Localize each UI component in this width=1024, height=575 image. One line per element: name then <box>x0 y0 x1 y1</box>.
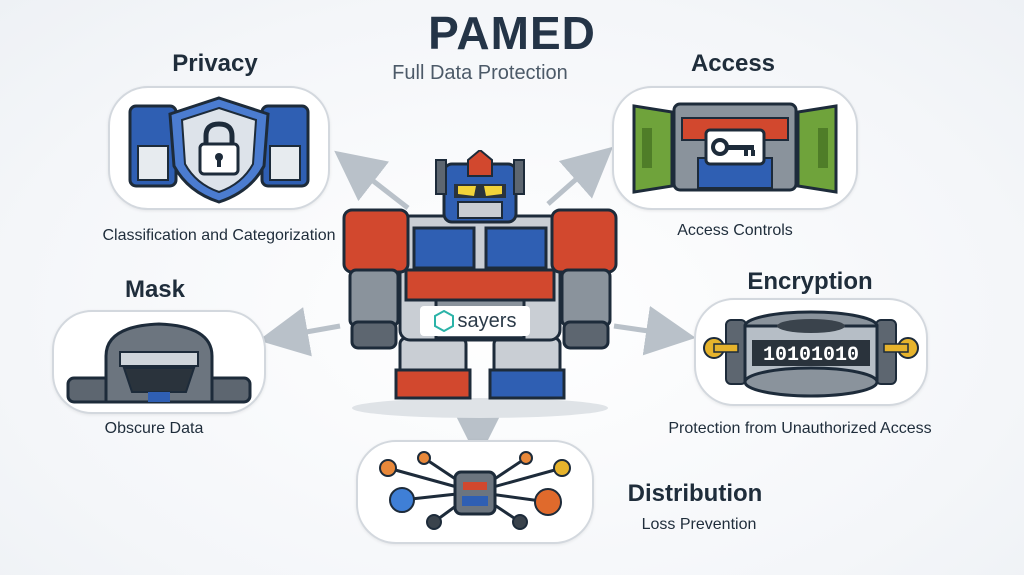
shield-lock-icon <box>128 96 310 204</box>
distribution-card <box>356 440 594 544</box>
access-caption: Access Controls <box>677 222 793 239</box>
mask-caption: Obscure Data <box>104 420 204 437</box>
sayers-logo: sayers <box>420 306 530 336</box>
network-nodes-icon <box>379 451 571 530</box>
access-heading: Access <box>690 50 776 77</box>
mask-heading: Mask <box>124 276 186 303</box>
access-card <box>612 86 858 210</box>
arrow-to-encryption <box>613 305 696 356</box>
page-title: PAMED <box>428 7 596 59</box>
hexagon-logo-icon <box>433 310 454 332</box>
encryption-card: 10101010 <box>694 298 928 406</box>
privacy-caption: Classification and Categorization <box>102 227 336 244</box>
visor-mask-icon <box>66 322 252 404</box>
sayers-logo-text: sayers <box>457 309 517 332</box>
arrow-to-mask <box>258 307 341 357</box>
key-door-icon <box>632 102 838 194</box>
binary-cylinder-icon: 10101010 <box>703 310 919 398</box>
robot-icon <box>342 150 618 418</box>
encryption-heading: Encryption <box>747 268 873 295</box>
arrow-to-privacy <box>334 150 410 210</box>
page-subtitle: Full Data Protection <box>392 62 568 84</box>
distribution-caption: Loss Prevention <box>641 516 757 533</box>
encryption-caption: Protection from Unauthorized Access <box>668 420 932 437</box>
mask-card <box>52 310 266 414</box>
binary-code-text: 10101010 <box>763 344 859 367</box>
privacy-card <box>108 86 330 210</box>
privacy-heading: Privacy <box>172 50 258 77</box>
distribution-heading: Distribution <box>627 480 763 507</box>
arrow-to-access <box>546 146 614 206</box>
